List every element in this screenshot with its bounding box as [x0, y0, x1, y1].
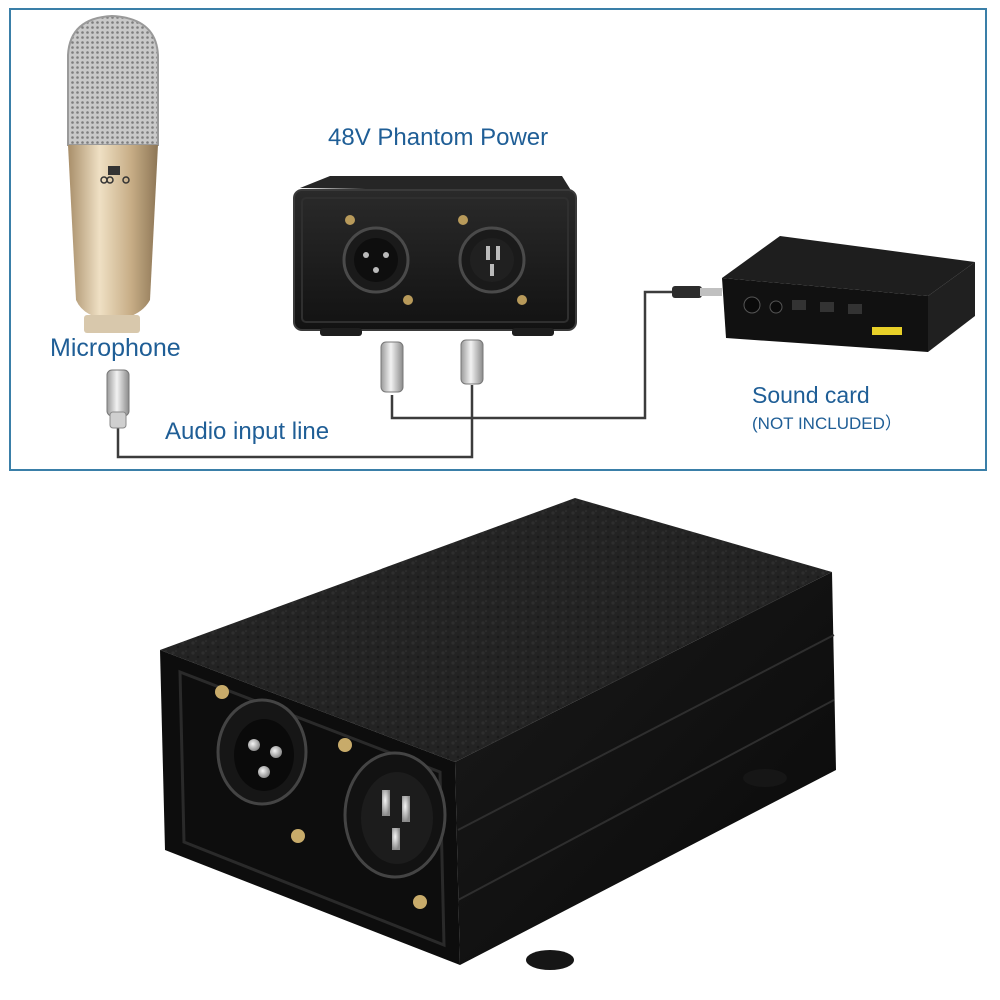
- sound-card-image: [722, 236, 975, 352]
- sound-card-label: Sound card: [752, 382, 870, 408]
- phantom-power-unit-photo: [160, 498, 836, 970]
- xlr-plug-box-out: [460, 339, 484, 385]
- phantom-power-box-image: [293, 176, 577, 336]
- phantom-power-label: 48V Phantom Power: [328, 124, 549, 151]
- xlr-plug-mic: [106, 369, 130, 429]
- not-included-label: (NOT INCLUDED）: [752, 414, 902, 433]
- xlr-plug-box-in: [380, 341, 404, 393]
- jack-plug: [672, 286, 722, 298]
- connection-diagram: [67, 14, 975, 459]
- microphone-image: [67, 14, 159, 333]
- audio-input-line-label: Audio input line: [165, 418, 330, 445]
- audio-cable: [116, 290, 672, 459]
- microphone-label: Microphone: [50, 334, 181, 362]
